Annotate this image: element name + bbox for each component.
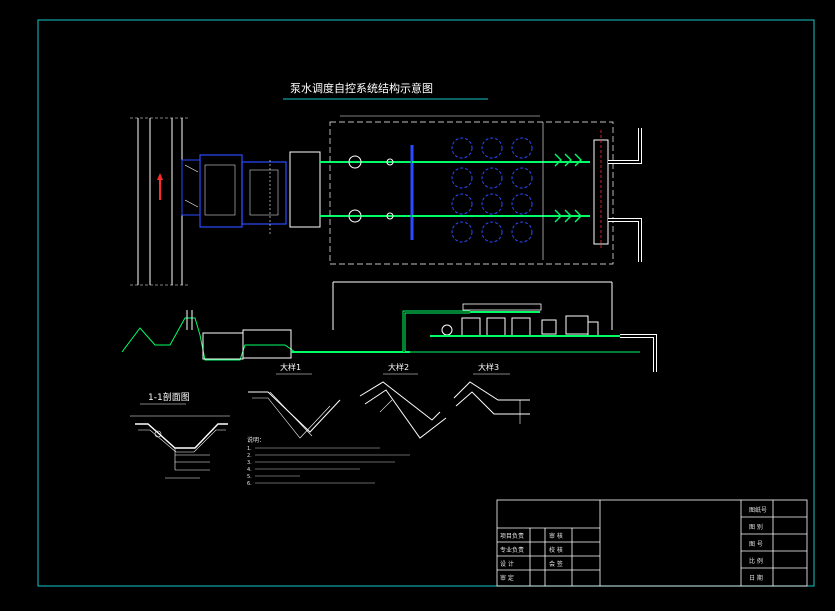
note-line: 2. (247, 453, 252, 459)
section-1-1: 1-1剖面图 (130, 391, 230, 479)
elevation-view (121, 281, 657, 372)
tb-label: 项目负责 (500, 532, 524, 540)
pump-house-boundary (329, 121, 614, 265)
tb-label: 设 计 (500, 560, 514, 568)
title-block (496, 499, 808, 587)
note-line: 5. (247, 474, 252, 480)
pump-icon (348, 209, 362, 223)
tb-label: 图 号 (749, 541, 763, 548)
tb-label: 日 期 (749, 574, 763, 582)
note-line: 1. (247, 446, 252, 452)
clear-water-well (289, 151, 321, 228)
settling-tank (199, 154, 243, 228)
valve-icon (386, 158, 394, 166)
notes-header: 说明： (247, 436, 265, 444)
design-notes: 说明： 1. 2. 3. 4. 5. 6. (247, 436, 410, 487)
filtration-basin (242, 329, 292, 359)
note-line: 4. (247, 467, 252, 473)
flow-arrowhead-icon (157, 173, 163, 180)
filter-row-top (451, 137, 533, 189)
tb-label: 专业负责 (500, 546, 524, 554)
note-line: 6. (247, 481, 252, 487)
detail-1: 大样1 (248, 362, 341, 439)
detail-2: 大样2 (359, 362, 447, 439)
pump-icon (348, 155, 362, 169)
title-block-text: 项目负责 专业负责 设 计 审 定 审 核 校 核 会 签 图纸号 图 别 图 … (500, 506, 767, 582)
section-title: 1-1剖面图 (148, 391, 190, 403)
distribution-tank (241, 161, 287, 225)
sedimentation-basin (202, 332, 244, 360)
valve-icon (386, 212, 394, 220)
plan-view (130, 115, 642, 286)
pump-icon (441, 324, 453, 336)
tb-label: 图 别 (749, 523, 763, 531)
tb-label: 审 定 (500, 574, 514, 582)
detail-3: 大样3 (453, 362, 530, 424)
detail-label: 大样2 (388, 362, 409, 372)
tb-label: 会 签 (549, 560, 563, 568)
note-line: 3. (247, 460, 252, 466)
tb-label: 审 核 (549, 532, 563, 540)
fertilizer-injectors (554, 153, 582, 223)
filter-row-bottom (451, 193, 533, 243)
tb-label: 图纸号 (749, 506, 767, 514)
tb-label: 校 核 (549, 546, 563, 554)
tb-label: 比 例 (749, 557, 763, 565)
drawing-title: 泵水调度自控系统结构示意图 (290, 81, 433, 95)
drawing-border (37, 19, 815, 587)
detail-label: 大样3 (478, 362, 499, 372)
detail-label: 大样1 (280, 362, 301, 372)
